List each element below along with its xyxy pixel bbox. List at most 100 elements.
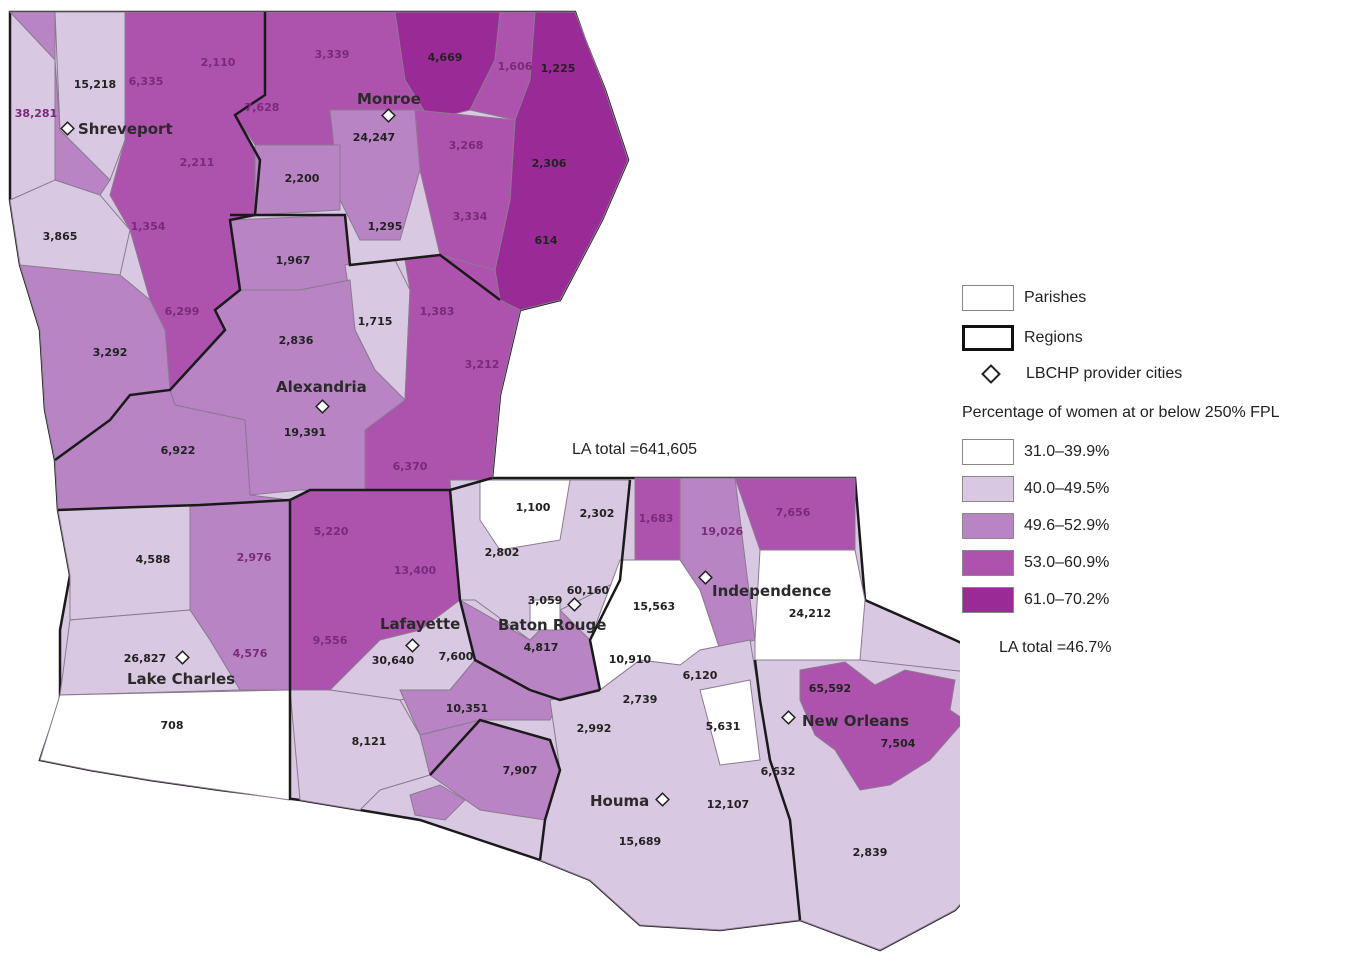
city-label-shreveport: Shreveport bbox=[78, 120, 173, 138]
parish-label: 26,827 bbox=[124, 652, 166, 665]
city-label-lafayette: Lafayette bbox=[380, 615, 460, 633]
parish-label: 7,656 bbox=[776, 506, 811, 519]
parish-label: 4,669 bbox=[428, 51, 463, 64]
parish-label: 2,302 bbox=[580, 507, 615, 520]
parish-label: 1,354 bbox=[131, 220, 166, 233]
parish-label: 24,212 bbox=[789, 607, 831, 620]
parish-label: 3,865 bbox=[43, 230, 78, 243]
parish-label: 38,281 bbox=[15, 107, 57, 120]
city-marker-icon bbox=[567, 597, 582, 612]
parish-label: 1,715 bbox=[358, 315, 393, 328]
legend-label: 31.0–39.9% bbox=[1024, 443, 1110, 460]
legend-swatch bbox=[962, 513, 1014, 539]
parish-fill bbox=[409, 784, 466, 821]
parish-fill bbox=[529, 599, 561, 631]
parish-label: 6,632 bbox=[761, 765, 796, 778]
parish-label: 2,110 bbox=[201, 56, 236, 69]
parish-label: 19,026 bbox=[701, 525, 744, 538]
city-markers: Shreveport Monroe Alexandria Lafayette L… bbox=[60, 90, 909, 810]
parish-label: 1,295 bbox=[368, 220, 403, 233]
city-marker-icon bbox=[405, 638, 420, 653]
parish-label: 30,640 bbox=[372, 654, 415, 667]
legend-class-3: 49.6–52.9% bbox=[962, 512, 1109, 540]
parish-label: 4,817 bbox=[524, 641, 559, 654]
city-marker-icon bbox=[655, 792, 670, 807]
parish-label: 2,839 bbox=[853, 846, 888, 859]
parish-label: 60,160 bbox=[567, 584, 610, 597]
parish-label: 3,268 bbox=[449, 139, 484, 152]
parish-label: 6,120 bbox=[683, 669, 718, 682]
parish-label: 1,967 bbox=[276, 254, 311, 267]
legend-swatch bbox=[962, 587, 1014, 613]
parish-fill bbox=[699, 679, 761, 766]
parish-fill bbox=[754, 549, 866, 661]
legend-label: LBCHP provider cities bbox=[1026, 365, 1183, 382]
parish-label: 7,907 bbox=[503, 764, 538, 777]
legend-swatch bbox=[962, 550, 1014, 576]
city-label-alexandria: Alexandria bbox=[276, 378, 367, 396]
parish-fill bbox=[479, 479, 571, 551]
parish-label: 2,976 bbox=[237, 551, 272, 564]
parish-label: 7,628 bbox=[245, 101, 280, 114]
city-marker-icon bbox=[175, 650, 190, 665]
parish-label: 4,576 bbox=[233, 647, 268, 660]
city-marker-icon bbox=[60, 121, 75, 136]
parish-label: 2,802 bbox=[485, 546, 520, 559]
parish-label: 24,247 bbox=[353, 131, 395, 144]
parish-label: 1,100 bbox=[516, 501, 551, 514]
city-marker-icon bbox=[698, 570, 713, 585]
parish-label: 19,391 bbox=[284, 426, 326, 439]
legend-swatch bbox=[962, 476, 1014, 502]
parish-label: 13,400 bbox=[394, 564, 437, 577]
parish-labels: 15,218 6,335 2,110 3,339 4,669 1,606 1,2… bbox=[15, 48, 916, 859]
parish-label: 3,339 bbox=[315, 48, 350, 61]
legend-label: 61.0–70.2% bbox=[1024, 591, 1110, 608]
parish-label: 3,059 bbox=[528, 594, 563, 607]
legend-class-4: 53.0–60.9% bbox=[962, 549, 1109, 577]
parish-label: 1,383 bbox=[420, 305, 455, 318]
parish-label: 2,992 bbox=[577, 722, 612, 735]
parish-label: 7,600 bbox=[439, 650, 474, 663]
legend-swatch bbox=[962, 325, 1014, 351]
parish-label: 15,563 bbox=[633, 600, 675, 613]
legend-label: Regions bbox=[1024, 329, 1083, 346]
parish-label: 6,370 bbox=[393, 460, 428, 473]
parish-label: 6,335 bbox=[129, 75, 164, 88]
legend-cities: LBCHP provider cities bbox=[962, 360, 1182, 388]
legend-class-1: 31.0–39.9% bbox=[962, 438, 1109, 466]
parish-label: 2,200 bbox=[285, 172, 320, 185]
city-marker-icon bbox=[315, 399, 330, 414]
parish-label: 2,211 bbox=[180, 156, 215, 169]
parish-label: 5,220 bbox=[314, 525, 349, 538]
parish-label: 9,556 bbox=[313, 634, 348, 647]
legend-label: Parishes bbox=[1024, 289, 1087, 306]
parish-label: 4,588 bbox=[136, 553, 171, 566]
parish-fill bbox=[59, 609, 241, 696]
city-label-houma: Houma bbox=[590, 792, 649, 810]
legend-class-5: 61.0–70.2% bbox=[962, 586, 1109, 614]
diamond-icon bbox=[981, 364, 1001, 384]
parish-label: 708 bbox=[161, 719, 184, 732]
city-label-independence: Independence bbox=[712, 582, 831, 600]
parish-label: 5,631 bbox=[706, 720, 741, 733]
legend-label: 49.6–52.9% bbox=[1024, 517, 1110, 534]
parish-label: 2,306 bbox=[532, 157, 567, 170]
region-borders bbox=[54, 12, 802, 921]
parish-fill bbox=[54, 11, 126, 181]
parish-label: 15,218 bbox=[74, 78, 116, 91]
parish-fill bbox=[254, 144, 341, 216]
parish-label: 6,299 bbox=[165, 305, 200, 318]
city-marker-icon bbox=[381, 108, 396, 123]
city-label-monroe: Monroe bbox=[357, 90, 421, 108]
city-label-new-orleans: New Orleans bbox=[802, 712, 909, 730]
legend-label: 53.0–60.9% bbox=[1024, 554, 1110, 571]
city-marker-icon bbox=[781, 710, 796, 725]
city-label-baton-rouge: Baton Rouge bbox=[498, 616, 606, 634]
parish-label: 3,212 bbox=[465, 358, 500, 371]
parish-label: 3,334 bbox=[453, 210, 488, 223]
parish-label: 12,107 bbox=[707, 798, 749, 811]
legend-swatch bbox=[962, 439, 1014, 465]
la-total-count: LA total =641,605 bbox=[572, 441, 697, 458]
parish-fill bbox=[39, 689, 291, 801]
legend-title: Percentage of women at or below 250% FPL bbox=[962, 404, 1280, 421]
